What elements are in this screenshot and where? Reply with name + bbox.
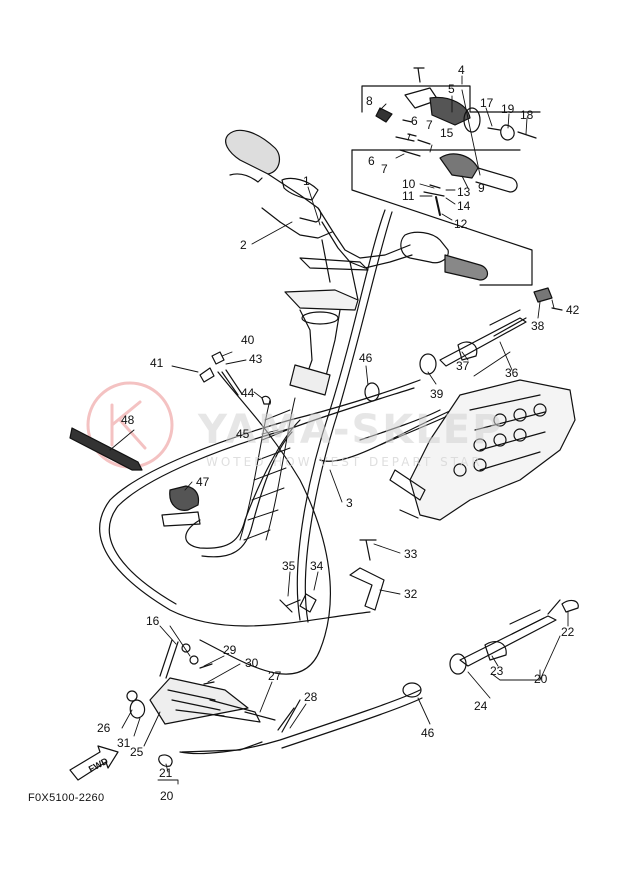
callout-25: 25 [130, 745, 144, 759]
small-parts [69, 207, 385, 613]
callout-42: 42 [566, 303, 580, 317]
callout-4: 4 [458, 63, 465, 77]
leader-lines [109, 75, 569, 785]
callout-35: 35 [282, 559, 296, 573]
callout-23: 23 [490, 664, 504, 678]
callout-44: 44 [241, 386, 255, 400]
callout-9: 9 [478, 181, 485, 195]
callout-20a: 20 [534, 672, 548, 686]
upper-cable-end [364, 287, 563, 402]
callout-33: 33 [404, 547, 418, 561]
callout-7a: 7 [426, 118, 433, 132]
throttle-lever-box [351, 67, 541, 286]
callout-28: 28 [304, 690, 318, 704]
handlebar [225, 129, 489, 396]
callout-21: 21 [159, 766, 173, 780]
callout-40: 40 [241, 333, 255, 347]
callout-3: 3 [346, 496, 353, 510]
callout-14: 14 [457, 199, 471, 213]
callout-6b: 6 [368, 154, 375, 168]
callout-47: 47 [196, 475, 210, 489]
callout-45: 45 [236, 427, 250, 441]
callout-34: 34 [310, 559, 324, 573]
callout-48: 48 [121, 413, 135, 427]
callout-11: 11 [402, 189, 415, 203]
callout-17: 17 [480, 96, 494, 110]
spiral-wrap [239, 397, 296, 541]
lever-plate [126, 639, 301, 767]
callout-41: 41 [150, 356, 164, 370]
callout-2: 2 [240, 238, 247, 252]
callout-8: 8 [366, 94, 373, 108]
callout-36: 36 [505, 366, 519, 380]
callout-38: 38 [531, 319, 545, 333]
callout-24: 24 [474, 699, 488, 713]
callout-13: 13 [457, 185, 471, 199]
lower-cable-end [402, 599, 579, 698]
callout-37: 37 [456, 359, 470, 373]
engine-block [389, 379, 576, 521]
callout-26: 26 [97, 721, 111, 735]
diagram-code: F0X5100-2260 [28, 792, 105, 804]
callout-43: 43 [249, 352, 263, 366]
callout-32: 32 [404, 587, 418, 601]
callout-46a: 46 [359, 351, 373, 365]
callout-29: 29 [223, 643, 237, 657]
callout-15: 15 [440, 126, 454, 140]
callout-10: 10 [402, 177, 416, 191]
callout-20b: 20 [160, 789, 174, 803]
callout-18: 18 [520, 108, 534, 122]
callout-30: 30 [245, 656, 259, 670]
callout-12: 12 [454, 217, 468, 231]
callout-46b: 46 [421, 726, 435, 740]
callout-16: 16 [146, 614, 160, 628]
callout-31: 31 [117, 736, 131, 750]
callout-6a: 6 [411, 114, 418, 128]
callout-1: 1 [303, 174, 310, 188]
callout-22: 22 [561, 625, 575, 639]
callout-7b: 7 [381, 162, 388, 176]
callout-27: 27 [268, 669, 282, 683]
callout-19: 19 [501, 102, 515, 116]
callout-39: 39 [430, 387, 444, 401]
fwd-arrow-icon [69, 745, 119, 781]
callout-5: 5 [448, 82, 455, 96]
